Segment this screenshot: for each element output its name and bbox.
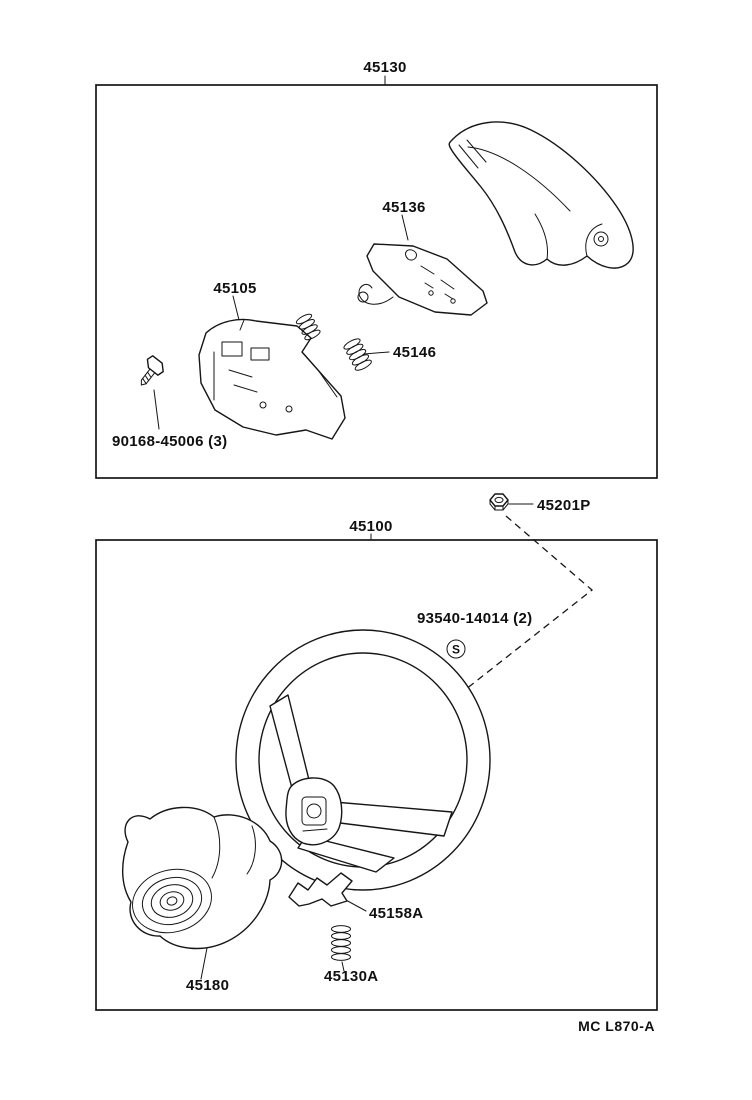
- label-top-box-45130: 45130: [363, 59, 406, 76]
- label-90168-45006: 90168-45006 (3): [112, 433, 227, 450]
- steering-wheel-drawing: [235, 629, 491, 891]
- spring-45146-drawing-b: [343, 338, 372, 371]
- label-45105: 45105: [213, 280, 256, 297]
- horn-pad-drawing: [448, 121, 634, 269]
- spring-45130a-drawing: [331, 925, 351, 961]
- label-45146: 45146: [393, 344, 436, 361]
- dashed-reference-line: [441, 515, 594, 709]
- label-45130a: 45130A: [324, 968, 378, 985]
- nut-45201p-drawing: [489, 493, 509, 511]
- bottom-assembly-frame: [95, 539, 658, 1011]
- label-45136: 45136: [382, 199, 425, 216]
- contact-plate-drawing: [357, 243, 488, 316]
- label-93540-14014: 93540-14014 (2): [417, 610, 532, 627]
- bracket-45105-drawing: [198, 318, 346, 440]
- label-45158a: 45158A: [369, 905, 423, 922]
- screw-90168-drawing: [140, 355, 164, 386]
- drawing-code: MC L870-A: [578, 1018, 655, 1034]
- top-assembly-frame: [95, 84, 658, 479]
- lower-cover-45180-drawing: [121, 806, 283, 950]
- s-marker-letter: S: [452, 643, 460, 657]
- clip-45158a-drawing: [288, 872, 353, 907]
- s-marker: S: [446, 639, 466, 659]
- spring-45146-drawing-a: [295, 313, 321, 341]
- label-45180: 45180: [186, 977, 229, 994]
- label-45201p: 45201P: [537, 497, 591, 514]
- label-bottom-box-45100: 45100: [349, 518, 392, 535]
